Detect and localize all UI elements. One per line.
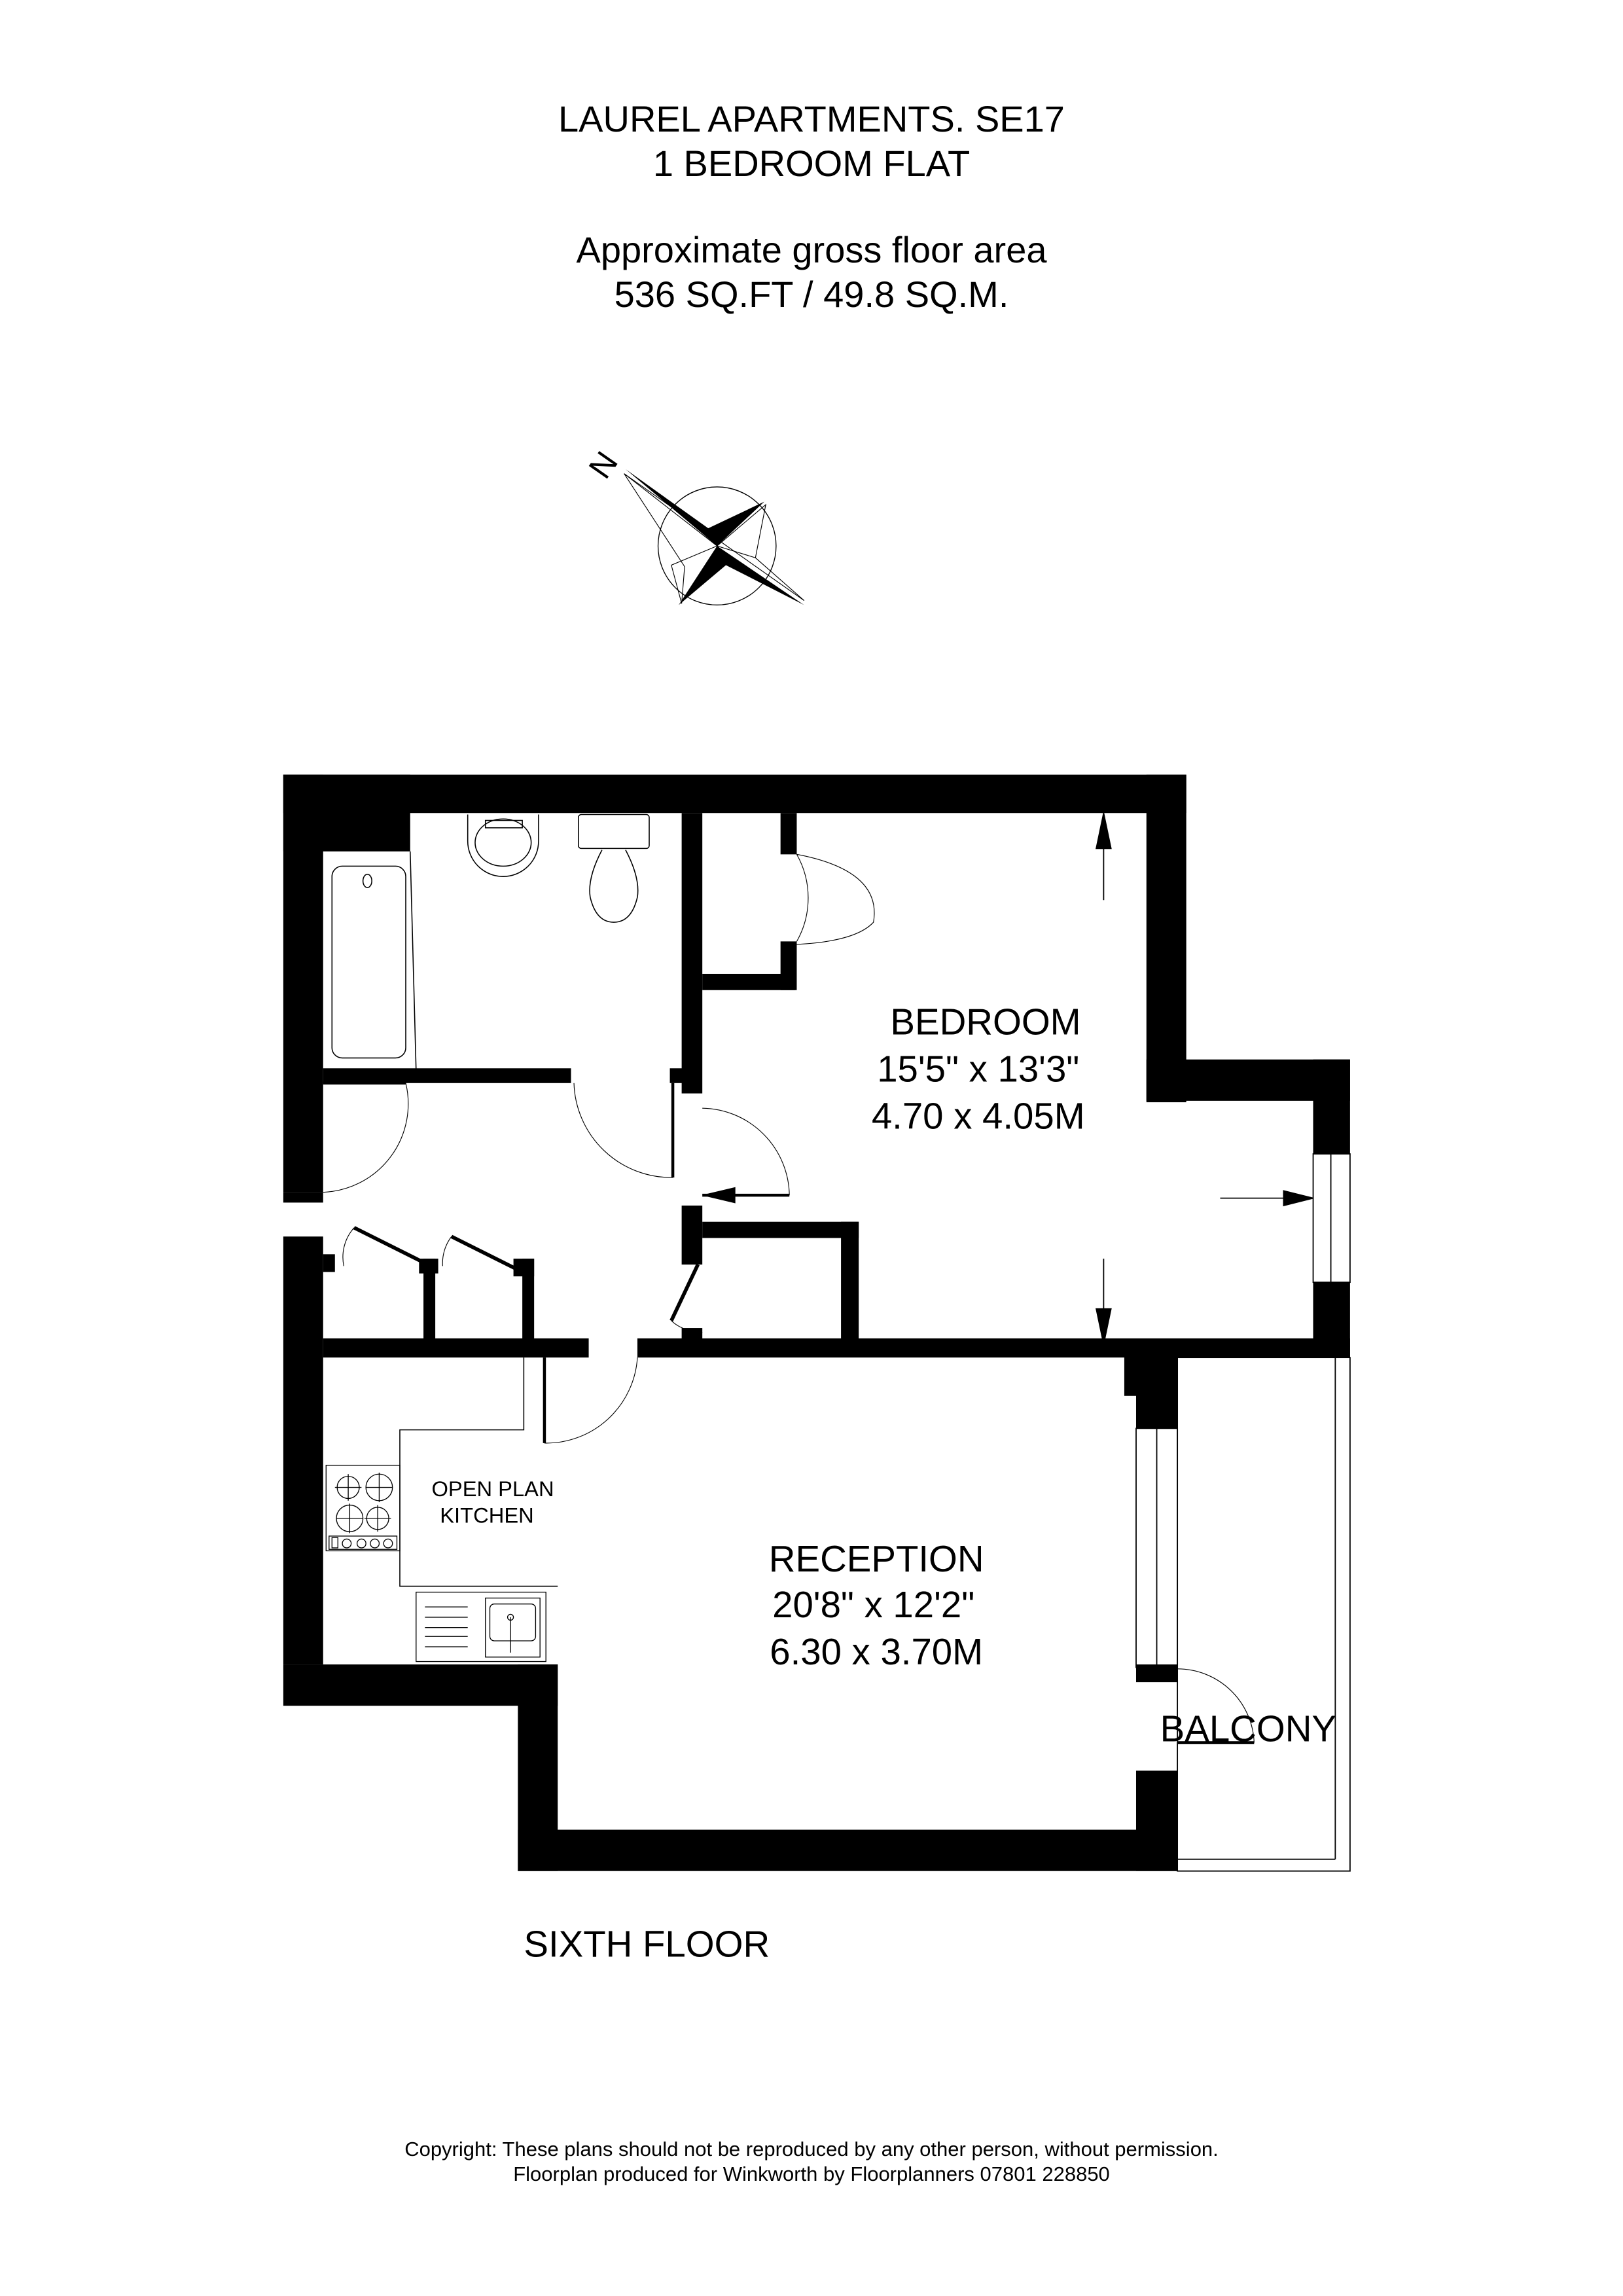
toilet-icon [578,814,650,923]
floorplan-credit: Floorplan produced for Winkworth by Floo… [513,2162,1110,2185]
bedroom-door[interactable] [702,1107,790,1197]
bedroom-window [1312,1153,1351,1283]
bathtub-icon [331,851,417,1070]
cupboard-door-2[interactable] [442,1234,518,1271]
front-door[interactable] [323,1081,409,1193]
property-subtitle: 1 BEDROOM FLAT [652,143,971,184]
north-label: N [582,445,625,485]
walls [283,774,1350,1871]
kitchen-door[interactable] [543,1357,638,1444]
storage-door[interactable] [669,1263,703,1333]
room-label-balcony: BALCONY [1160,1708,1336,1749]
bedroom-dimension-arrows [704,813,1313,1345]
balcony-name: BALCONY [1160,1708,1336,1749]
floor-label: SIXTH FLOOR [524,1923,770,1964]
copyright-notice: Copyright: These plans should not be rep… [404,2138,1219,2161]
room-label-reception: RECEPTION 20'8" x 12'2" 6.30 x 3.70M [769,1538,984,1672]
cupboard-door-1[interactable] [342,1226,423,1266]
kitchen-name-line1: OPEN PLAN [431,1477,554,1501]
bathroom-door[interactable] [573,1083,675,1178]
washbasin-icon [467,814,539,877]
sink-icon [416,1591,546,1662]
reception-name: RECEPTION [769,1538,984,1579]
floor-area-label: Approximate gross floor area [576,229,1047,270]
bedroom-metric: 4.70 x 4.05M [872,1096,1085,1137]
reception-metric: 6.30 x 3.70M [770,1631,983,1672]
floor-area-value: 536 SQ.FT / 49.8 SQ.M. [614,274,1009,315]
balcony-outline [1177,1357,1351,1872]
reception-window [1135,1427,1179,1668]
bedroom-imperial: 15'5" x 13'3" [877,1049,1079,1090]
balcony-door[interactable] [1177,1668,1255,1744]
north-compass-icon: N [582,445,805,606]
bedroom-name: BEDROOM [890,1001,1080,1042]
property-title: LAUREL APARTMENTS. SE17 [558,98,1065,139]
room-label-kitchen: OPEN PLAN KITCHEN [431,1477,554,1528]
wardrobe-door[interactable] [796,853,875,945]
room-label-bedroom: BEDROOM 15'5" x 13'3" 4.70 x 4.05M [872,1001,1085,1136]
hob-icon [325,1465,401,1552]
kitchen-counter [399,1357,558,1587]
reception-imperial: 20'8" x 12'2" [772,1584,974,1625]
kitchen-name-line2: KITCHEN [440,1503,533,1528]
